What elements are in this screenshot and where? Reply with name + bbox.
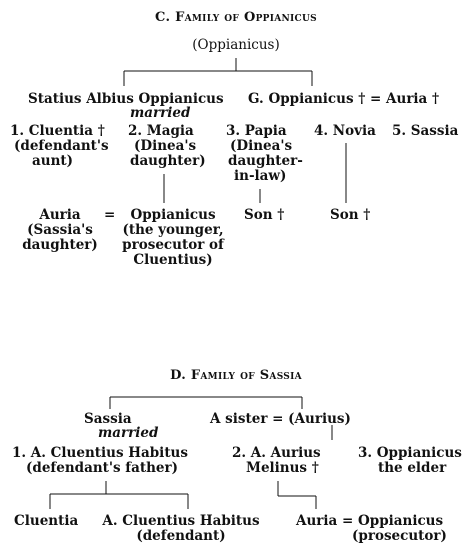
husband-1-name: A. Cluentius Habitus (30, 445, 188, 461)
cluentia-d: Cluentia (14, 513, 79, 529)
husband-2-num: 2. (232, 445, 247, 461)
oppianicus-younger-name: Oppianicus (130, 207, 216, 223)
wife-5-name: Sassia (410, 123, 459, 139)
wife-1-line3: aunt) (32, 153, 74, 169)
g-oppianicus-dagger: † (358, 91, 366, 107)
wife-2-name: Magia (146, 123, 194, 139)
husband-1-num: 1. (12, 445, 27, 461)
wife-1-name: Cluentia † (28, 123, 105, 139)
auria-sassia-daughter: Auria (Sassia's daughter) (18, 208, 102, 253)
statius-albius-oppianicus: Statius Albius Oppianicus (28, 91, 224, 107)
wife-magia: 2. Magia (Dinea's daughter) (128, 124, 206, 169)
auria-oppianicus-d: Auria = Oppianicus (296, 513, 444, 529)
wife-2-line3: daughter) (130, 153, 206, 169)
wife-papia: 3. Papia (Dinea's daughter- in-law) (226, 124, 303, 184)
title-family-of-sassia: D. Family of Sassia (0, 368, 472, 383)
g-oppianicus-auria: G. Oppianicus † = Auria † (248, 92, 439, 107)
husband-2-name: A. Aurius (250, 445, 321, 461)
married-label-c: married (130, 105, 191, 121)
wife-cluentia: 1. Cluentia † (defendant's aunt) (10, 124, 109, 169)
husband-cluentius-habitus: 1. A. Cluentius Habitus (defendant's fat… (12, 446, 188, 476)
auria-child-name: Auria (39, 207, 81, 223)
auria-child-line2: (Sassia's (27, 222, 93, 238)
husband-oppianicus-elder: 3. Oppianicus the elder (358, 446, 462, 476)
husband-3-line2: the elder (378, 460, 447, 476)
wife-3-name: Papia (244, 123, 287, 139)
g-oppianicus-name: G. Oppianicus (248, 91, 354, 107)
husband-3-name: Oppianicus (376, 445, 462, 461)
wife-1-line2: (defendant's (14, 138, 109, 154)
title-c-letter: C. (155, 10, 171, 25)
title-family-of-oppianicus: C. Family of Oppianicus (0, 10, 472, 25)
habitus-son-line2: (defendant) (136, 528, 226, 544)
habitus-son-name: A. Cluentius Habitus (102, 513, 260, 529)
wife-2-line2: (Dinea's (134, 138, 197, 154)
oppianicus-younger-line4: Cluentius) (133, 252, 213, 268)
wife-3-line3: daughter- (228, 153, 303, 169)
root-oppianicus: (Oppianicus) (192, 37, 280, 53)
g-oppianicus-eq: = (370, 91, 382, 107)
son-of-papia: Son † (244, 207, 285, 223)
wife-5-num: 5. (392, 123, 407, 139)
husband-2-line2: Melinus † (246, 460, 319, 476)
prosecutor-label: (prosecutor) (352, 528, 447, 544)
husband-3-num: 3. (358, 445, 373, 461)
marriage-eq-c: = (104, 207, 116, 223)
wife-4-name: Novia (332, 123, 376, 139)
wife-3-line4: in-law) (234, 168, 287, 184)
wife-2-num: 2. (128, 123, 143, 139)
sassia-d: Sassia (84, 411, 132, 427)
oppianicus-younger-line3: prosecutor of (122, 237, 224, 253)
a-sister-aurius: A sister = (Aurius) (210, 411, 351, 427)
married-label-d: married (98, 425, 159, 441)
title-c-text: Family of Oppianicus (175, 10, 317, 25)
wife-novia: 4. Novia (314, 124, 376, 139)
oppianicus-the-younger: Oppianicus (the younger, prosecutor of C… (112, 208, 234, 268)
g-oppianicus-wife: Auria (386, 91, 428, 107)
son-of-novia: Son † (330, 207, 371, 223)
husband-1-line2: (defendant's father) (26, 460, 178, 476)
oppianicus-younger-line2: (the younger, (122, 222, 224, 238)
husband-aurius-melinus: 2. A. Aurius Melinus † (232, 446, 321, 476)
wife-1-num: 1. (10, 123, 25, 139)
wife-3-line2: (Dinea's (230, 138, 293, 154)
title-d-text: Family of Sassia (190, 368, 302, 383)
wife-sassia: 5. Sassia (392, 124, 458, 139)
title-d-letter: D. (170, 368, 187, 383)
wife-3-num: 3. (226, 123, 241, 139)
auria-child-line3: daughter) (22, 237, 98, 253)
a-cluentius-habitus-defendant: A. Cluentius Habitus (defendant) (96, 514, 266, 544)
g-oppianicus-wife-dagger: † (432, 91, 440, 107)
wife-4-num: 4. (314, 123, 329, 139)
